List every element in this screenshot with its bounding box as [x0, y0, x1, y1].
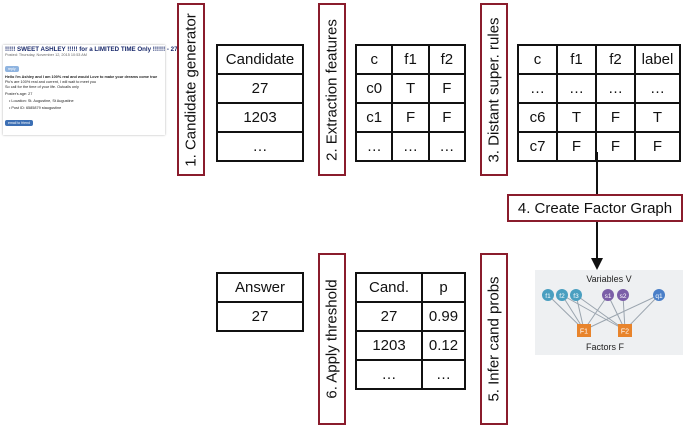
probs-cell: 1203 [355, 330, 423, 361]
candidate-cell: 27 [216, 73, 304, 104]
features-cell: F [427, 102, 467, 133]
ad-line-2: Pic's are 100% real and current, I will … [5, 80, 97, 84]
labels-cell: T [556, 102, 597, 133]
svg-text:f1: f1 [545, 293, 551, 300]
features-header-cell: c [354, 44, 394, 75]
features-cell: … [354, 131, 394, 162]
labels-cell: F [556, 131, 597, 162]
features-cell: … [427, 131, 467, 162]
probs-cell: … [355, 359, 423, 390]
labels-cell: F [634, 131, 681, 162]
factor-nodes: F1 F2 [577, 324, 632, 337]
factor-graph-panel: Variables V f1 f2 f3 s1 s2 [535, 270, 683, 355]
features-header-cell: f2 [427, 44, 467, 75]
labels-table: c f1 f2 label … … … … c6 T F T c7 F F F [517, 44, 681, 162]
svg-text:f2: f2 [559, 293, 565, 300]
labels-header-cell: c [517, 44, 558, 75]
step-5-label: 5. Infer cand probs [480, 253, 508, 425]
answer-header: Answer [216, 272, 304, 303]
labels-cell: F [595, 102, 636, 133]
variable-node-f2 [556, 289, 568, 301]
ad-thumbnail: !!!!! SWEET ASHLEY !!!!! for a LIMITED T… [3, 45, 178, 135]
factor-graph: Variables V f1 f2 f3 s1 s2 [542, 274, 665, 352]
probs-cell: 0.12 [421, 330, 466, 361]
ad-age: Poster's age: 27 [5, 92, 33, 96]
answer-table: Answer 27 [216, 272, 304, 332]
ad-postid: • Post ID: 6585879 staugustine [9, 106, 62, 110]
probs-cell: 0.99 [421, 301, 466, 332]
labels-header-cell: f1 [556, 44, 597, 75]
ad-email-button: email to friend [5, 120, 33, 126]
features-table: c f1 f2 c0 T F c1 F F … … … [354, 44, 467, 162]
labels-cell: c7 [517, 131, 558, 162]
step-6-label: 6. Apply threshold [318, 253, 346, 425]
ad-line-3: So call for the time of your life. Outca… [5, 85, 79, 89]
features-cell: T [391, 73, 430, 104]
probs-cell: 27 [355, 301, 423, 332]
labels-cell: c6 [517, 102, 558, 133]
ad-reply-tag: reply [5, 66, 19, 72]
candidate-cell: … [216, 131, 304, 162]
candidate-cell: 1203 [216, 102, 304, 133]
labels-header-cell: label [634, 44, 681, 75]
arrow-head [591, 258, 603, 270]
svg-text:s1: s1 [605, 293, 612, 300]
labels-cell: … [556, 73, 597, 104]
factor-node-F2 [618, 324, 632, 337]
candidate-table: Candidate 27 1203 … [216, 44, 304, 162]
features-cell: F [427, 73, 467, 104]
features-cell: … [391, 131, 430, 162]
labels-cell: … [634, 73, 681, 104]
step-4-label: 4. Create Factor Graph [507, 194, 683, 222]
labels-cell: F [595, 131, 636, 162]
ad-line-1: Hello I'm Ashley and I am 100% real and … [5, 75, 158, 79]
labels-cell: T [634, 102, 681, 133]
variable-node-s1 [602, 289, 614, 301]
ad-title: !!!!! SWEET ASHLEY !!!!! for a LIMITED T… [5, 46, 178, 53]
candidate-header: Candidate [216, 44, 304, 75]
probs-header-cell: Cand. [355, 272, 423, 303]
variables-label: Variables V [586, 274, 631, 284]
svg-text:q1: q1 [655, 293, 663, 300]
svg-text:s2: s2 [620, 293, 627, 300]
svg-text:f3: f3 [573, 293, 579, 300]
svg-text:F1: F1 [580, 329, 588, 336]
factor-node-F1 [577, 324, 591, 337]
step-1-label: 1. Candidate generator [177, 3, 205, 176]
variable-node-f1 [542, 289, 554, 301]
flow-connector [591, 152, 603, 270]
probabilities-table: Cand. p 27 0.99 1203 0.12 … … [355, 272, 466, 390]
answer-value: 27 [216, 301, 304, 332]
labels-cell: … [595, 73, 636, 104]
probs-cell: … [421, 359, 466, 390]
probs-header-cell: p [421, 272, 466, 303]
variable-node-s2 [617, 289, 629, 301]
step-2-label: 2. Extraction features [318, 3, 346, 176]
variable-node-q1 [653, 289, 665, 301]
labels-cell: … [517, 73, 558, 104]
ad-location: • Location: St. Augustine, St Augustine [9, 99, 74, 103]
features-cell: c1 [354, 102, 394, 133]
svg-text:F2: F2 [621, 329, 629, 336]
features-cell: F [391, 102, 430, 133]
labels-header-cell: f2 [595, 44, 636, 75]
step-3-label: 3. Distant super. rules [480, 3, 508, 176]
features-cell: c0 [354, 73, 394, 104]
factors-label: Factors F [586, 342, 625, 352]
ad-posted: Posted: Thursday, November 12, 2015 10:5… [5, 53, 87, 57]
variable-nodes: f1 f2 f3 s1 s2 q1 [542, 289, 665, 301]
features-header-cell: f1 [391, 44, 430, 75]
variable-node-f3 [570, 289, 582, 301]
